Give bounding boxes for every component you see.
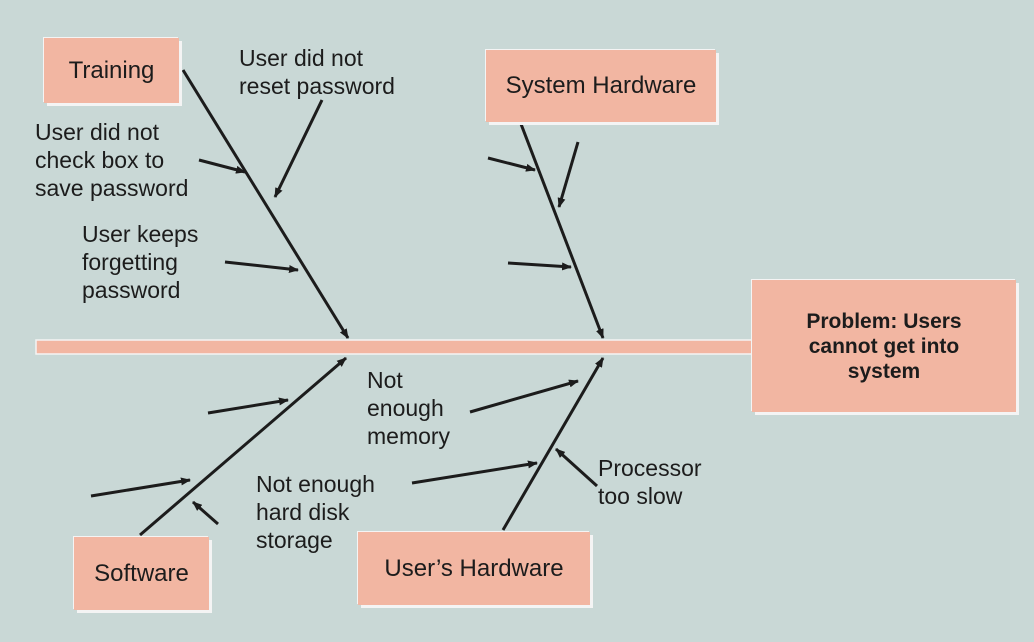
- category-training-label: Training: [68, 56, 155, 84]
- arrow-not-enough-disk: [411, 460, 538, 485]
- problem-box: Problem: Users cannot get into system: [752, 280, 1016, 412]
- cause-line: reset password: [239, 73, 395, 99]
- category-users-hardware: User’s Hardware: [358, 532, 590, 605]
- arrow-system-hardware-1: [487, 156, 536, 172]
- category-training: Training: [44, 38, 179, 103]
- arrow-software-2: [90, 477, 191, 498]
- arrow-did-not-reset: [273, 99, 324, 198]
- cause-not-enough-memory: Not enough memory: [367, 366, 450, 450]
- arrow-software-1: [207, 397, 289, 415]
- cause-line: Not enough: [256, 471, 375, 497]
- category-system-hardware-label: System Hardware: [505, 72, 697, 99]
- cause-line: password: [82, 277, 181, 303]
- cause-line: User did not: [35, 119, 160, 145]
- cause-did-not-check-box: User did not check box to save password: [35, 118, 188, 202]
- cause-line: Not: [367, 367, 403, 393]
- spine: [35, 339, 755, 355]
- cause-not-enough-disk: Not enough hard disk storage: [256, 470, 375, 554]
- cause-line: too slow: [598, 483, 683, 509]
- category-users-hardware-label: User’s Hardware: [384, 554, 564, 582]
- cause-line: storage: [256, 527, 333, 553]
- arrow-software-3: [192, 500, 219, 526]
- arrow-keeps-forgetting: [224, 260, 299, 273]
- category-software: Software: [74, 537, 209, 610]
- category-software-label: Software: [94, 559, 189, 587]
- cause-keeps-forgetting: User keeps forgetting password: [82, 220, 198, 304]
- category-system-hardware: System Hardware: [486, 50, 716, 122]
- cause-line: Processor: [598, 455, 702, 481]
- arrow-system-hardware-3: [507, 261, 572, 271]
- cause-line: User keeps: [82, 221, 199, 247]
- arrow-system-hardware-2: [557, 141, 580, 208]
- problem-label: Problem: Users cannot get into system: [806, 309, 962, 383]
- cause-line: enough: [367, 395, 444, 421]
- cause-line: User did not: [239, 45, 364, 71]
- cause-processor-slow: Processor too slow: [598, 454, 702, 510]
- cause-line: hard disk: [256, 499, 350, 525]
- cause-line: check box to: [35, 147, 165, 173]
- bone-training: [181, 69, 350, 339]
- cause-line: forgetting: [82, 249, 178, 275]
- cause-line: memory: [367, 423, 451, 449]
- bone-software: [139, 356, 347, 537]
- arrow-not-enough-memory: [469, 379, 579, 414]
- cause-did-not-reset: User did not reset password: [239, 44, 395, 100]
- bone-system-hardware: [519, 123, 605, 339]
- bone-users-hardware: [501, 357, 605, 531]
- cause-line: save password: [35, 175, 189, 201]
- arrow-did-not-check-box: [198, 158, 246, 174]
- arrow-processor-slow: [554, 447, 599, 488]
